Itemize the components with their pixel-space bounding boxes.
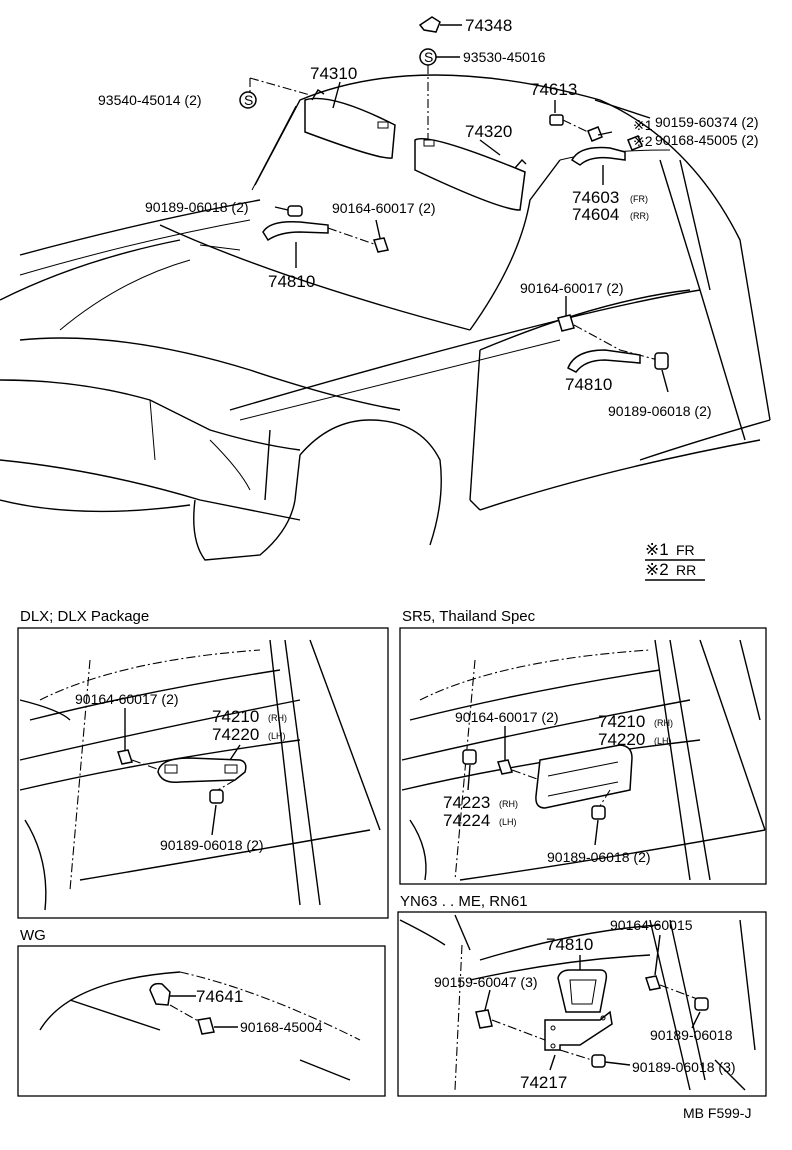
legend-fr: FR <box>676 542 695 558</box>
dlx-label-74210: 74210 <box>212 707 259 726</box>
panel-sr5 <box>399 627 767 885</box>
part-74310-sun-visor[interactable] <box>304 89 396 159</box>
sr5-label-74224: 74224 <box>443 811 490 830</box>
yn-clip-90189-b-icon[interactable] <box>591 1054 606 1068</box>
panel-wg <box>17 945 386 1097</box>
yn-label-90159-60047: 90159-60047 (3) <box>434 974 538 990</box>
label-90189-06018-door: 90189-06018 (2) <box>608 403 712 419</box>
label-74604: 74604 <box>572 205 619 224</box>
screw-90168-icon[interactable] <box>627 135 643 151</box>
sr5-label-74220: 74220 <box>598 730 645 749</box>
sr5-part-74210-assist-grip[interactable] <box>535 744 633 809</box>
part-74613-clip[interactable] <box>549 114 564 126</box>
sr5-screw-90164-icon[interactable] <box>497 759 513 775</box>
screw-93530-icon[interactable]: S <box>419 48 460 66</box>
yn-label-90189-06018: 90189-06018 <box>650 1027 733 1043</box>
dlx-label-90189-06018: 90189-06018 (2) <box>160 837 264 853</box>
part-74320-sun-visor[interactable] <box>414 137 527 211</box>
section-title-dlx: DLX; DLX Package <box>20 608 149 625</box>
label-93530-45016: 93530-45016 <box>463 49 546 65</box>
label-74810-door: 74810 <box>565 375 612 394</box>
sr5-part-74223-cap[interactable] <box>462 749 477 765</box>
part-74810-assist-grip-upper[interactable] <box>262 220 329 242</box>
svg-text:(FR): (FR) <box>630 194 648 204</box>
legend-rr: RR <box>676 562 696 578</box>
dlx-screw-90164-icon[interactable] <box>117 749 133 765</box>
screw-90159-icon[interactable] <box>587 126 613 142</box>
label-90168-45005: 90168-45005 (2) <box>655 132 759 148</box>
clip-90189-door-icon[interactable] <box>654 352 669 370</box>
part-74810-assist-grip-door[interactable] <box>567 349 641 373</box>
sr5-label-90164-60017: 90164-60017 (2) <box>455 709 559 725</box>
part-74603-assist-grip[interactable] <box>571 146 626 166</box>
svg-text:(RH): (RH) <box>268 713 287 723</box>
part-74348-clip[interactable] <box>418 16 462 33</box>
svg-text:(LH): (LH) <box>499 817 517 827</box>
yn-label-74217: 74217 <box>520 1073 567 1092</box>
sr5-label-74210: 74210 <box>598 712 645 731</box>
svg-text:(LH): (LH) <box>654 736 672 746</box>
svg-text:S: S <box>244 92 253 108</box>
yn-screw-90159-icon[interactable] <box>475 1009 493 1029</box>
label-74310: 74310 <box>310 64 357 83</box>
yn-clip-90189-a-icon[interactable] <box>694 997 709 1011</box>
dlx-clip-90189-icon[interactable] <box>209 789 224 804</box>
yn-screw-90164-icon[interactable] <box>645 975 661 991</box>
diagram-code: MB F599-J <box>683 1105 751 1121</box>
label-90164-60017-door: 90164-60017 (2) <box>520 280 624 296</box>
label-90159-60374: 90159-60374 (2) <box>655 114 759 130</box>
vehicle-body-outline <box>0 74 771 561</box>
legend-mark-2: ※2 <box>645 560 669 579</box>
sr5-label-90189-06018: 90189-06018 (2) <box>547 849 651 865</box>
label-90164-60017-upper: 90164-60017 (2) <box>332 200 436 216</box>
dlx-part-74210-assist-grip[interactable] <box>157 757 247 784</box>
legend-mark-1: ※1 <box>645 540 669 559</box>
label-74613: 74613 <box>530 80 577 99</box>
svg-text:(RH): (RH) <box>654 718 673 728</box>
screw-90164-upper-icon[interactable] <box>373 237 389 253</box>
yn-part-74810-handle[interactable] <box>557 969 608 1013</box>
label-93540-45014: 93540-45014 (2) <box>98 92 202 108</box>
label-74810-upper: 74810 <box>268 272 315 291</box>
dlx-label-90164-60017: 90164-60017 (2) <box>75 691 179 707</box>
label-74320: 74320 <box>465 122 512 141</box>
dlx-label-74220: 74220 <box>212 725 259 744</box>
svg-text:S: S <box>424 49 433 65</box>
wg-part-74641-hook[interactable] <box>149 982 171 1006</box>
sr5-clip-90189-icon[interactable] <box>591 805 606 820</box>
label-74603: 74603 <box>572 188 619 207</box>
yn-label-90189-06018-3: 90189-06018 (3) <box>632 1059 736 1075</box>
panel-yn63 <box>397 911 767 1097</box>
section-title-yn63: YN63 . . ME, RN61 <box>400 893 528 910</box>
mark-2: ※2 <box>633 133 653 149</box>
yn-label-90164-60015: 90164-60015 <box>610 917 693 933</box>
yn-part-74217-bracket[interactable] <box>544 1010 613 1051</box>
section-title-wg: WG <box>20 927 46 944</box>
wg-label-74641: 74641 <box>196 987 243 1006</box>
sr5-label-74223: 74223 <box>443 793 490 812</box>
svg-text:(LH): (LH) <box>268 731 286 741</box>
panel-dlx <box>17 627 389 919</box>
yn-label-74810: 74810 <box>546 935 593 954</box>
section-title-sr5: SR5, Thailand Spec <box>402 608 536 625</box>
wg-screw-90168-icon[interactable] <box>197 1017 215 1035</box>
wg-label-90168-45004: 90168-45004 <box>240 1019 323 1035</box>
svg-text:(RR): (RR) <box>630 211 649 221</box>
mark-1: ※1 <box>633 117 653 133</box>
clip-90189-upper-icon[interactable] <box>287 205 303 217</box>
label-90189-06018-upper: 90189-06018 (2) <box>145 199 249 215</box>
screw-93540-icon[interactable]: S <box>239 91 257 109</box>
svg-text:(RH): (RH) <box>499 799 518 809</box>
label-74348: 74348 <box>465 16 512 35</box>
